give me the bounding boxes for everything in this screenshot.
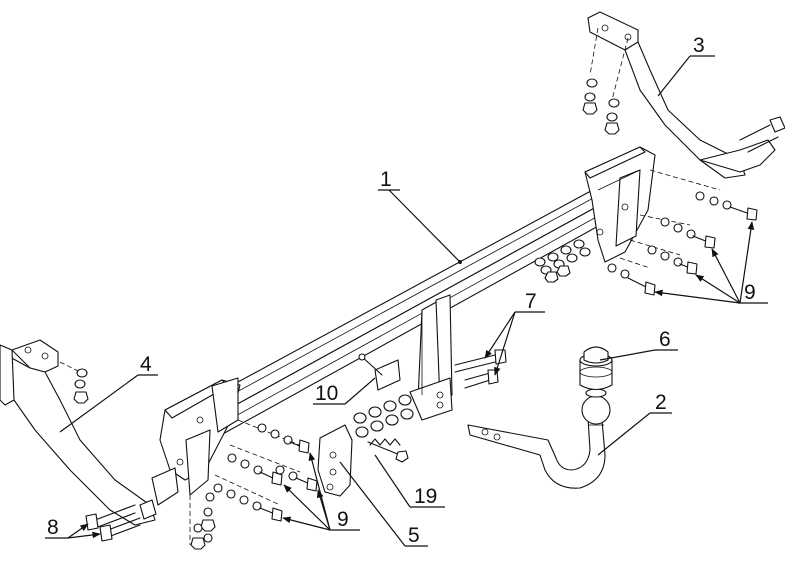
right-fastener-group: [534, 169, 758, 296]
part-labels: 1 3 4 6 2 7 10 5 19 8 9 9: [47, 34, 756, 547]
cross-beam: [189, 185, 621, 441]
clamp-plate: [358, 353, 401, 391]
receiver-bolts: [454, 349, 507, 389]
leader-lines: [45, 55, 768, 547]
center-fastener-stack: [353, 394, 414, 438]
tow-ball-neck: [467, 388, 611, 489]
center-receiver-bracket: [409, 294, 453, 421]
label-part-7: 7: [525, 290, 537, 313]
left-side-bracket: [0, 339, 156, 526]
label-part-9-right: 9: [744, 281, 756, 304]
label-part-3: 3: [693, 34, 705, 57]
label-part-4: 4: [140, 353, 152, 376]
label-part-6: 6: [659, 328, 671, 351]
left-mounting-bracket: [151, 377, 241, 506]
label-part-8: 8: [47, 516, 59, 539]
side-bolts: [85, 499, 157, 542]
label-part-10: 10: [315, 382, 338, 405]
spring: [367, 438, 409, 463]
label-part-19: 19: [414, 485, 437, 508]
label-part-5: 5: [408, 524, 420, 547]
socket-plate: [317, 424, 353, 497]
label-part-9-left: 9: [337, 508, 349, 531]
label-part-1: 1: [380, 168, 392, 191]
right-mounting-bracket: [584, 146, 656, 263]
left-fastener-group: [189, 419, 318, 550]
right-side-bracket: [582, 11, 785, 179]
label-part-2: 2: [655, 391, 667, 414]
ball-cap: [579, 346, 613, 391]
